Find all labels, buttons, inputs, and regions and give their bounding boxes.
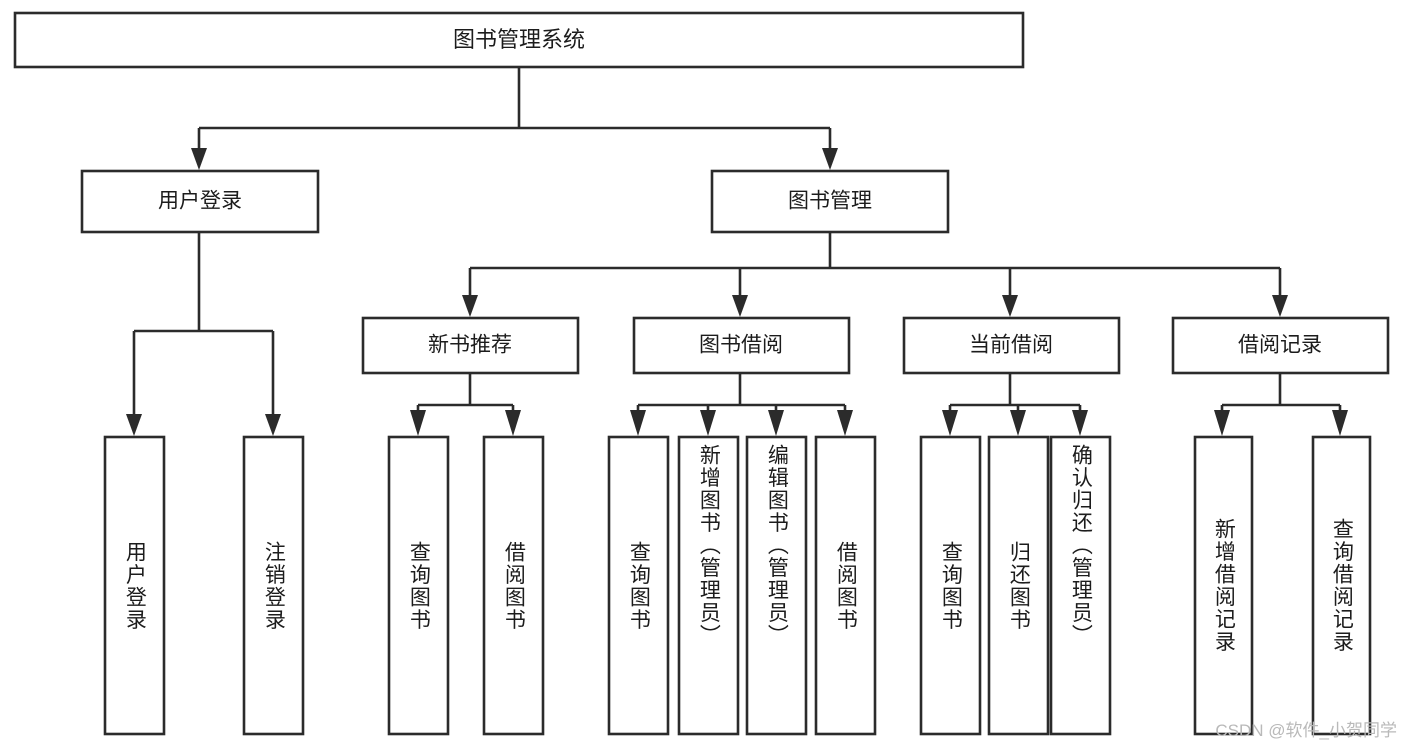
- arrow-head-leaf-return-book: [1010, 410, 1026, 436]
- node-user-login[interactable]: 用户登录: [80, 169, 320, 234]
- node-user-login-box[interactable]: [80, 169, 320, 234]
- leaf-box-query-book-1[interactable]: [387, 435, 450, 736]
- leaf-box-query-book-3[interactable]: [919, 435, 982, 736]
- node-book-borrow-label: 图书借阅: [699, 334, 783, 357]
- node-new-book-recommend[interactable]: 新书推荐: [361, 316, 580, 375]
- leaf-box-query-book-2[interactable]: [607, 435, 670, 736]
- node-borrow-record-label: 借阅记录: [1238, 334, 1322, 357]
- arrow-head-leaf-query-record: [1332, 410, 1348, 436]
- node-book-borrow-box[interactable]: [632, 316, 851, 375]
- node-new-book-recommend-label: 新书推荐: [428, 334, 512, 357]
- arrow-head-leaf-edit-book: [768, 410, 784, 436]
- arrow-head-leaf-borrow-book-1: [505, 410, 521, 436]
- arrow-head-leaf-user-login: [126, 414, 142, 436]
- arrow-head-user-login: [191, 148, 207, 170]
- leaf-box-layer: [103, 435, 1372, 736]
- node-root-label: 图书管理系统: [453, 27, 585, 52]
- leaf-box-confirm-return[interactable]: [1049, 435, 1112, 736]
- leaf-box-add-borrow-record[interactable]: [1193, 435, 1254, 736]
- node-root[interactable]: 图书管理系统: [13, 11, 1025, 69]
- arrow-head-leaf-borrow-book-2: [837, 410, 853, 436]
- node-current-borrow-box[interactable]: [902, 316, 1121, 375]
- arrow-head-leaf-add-book: [700, 410, 716, 436]
- leaf-box-return-book[interactable]: [987, 435, 1050, 736]
- leaf-box-edit-book[interactable]: [745, 435, 808, 736]
- leaf-box-user-login[interactable]: [103, 435, 166, 736]
- arrow-head-current-borrow: [1002, 295, 1018, 317]
- arrow-head-leaf-add-record: [1214, 410, 1230, 436]
- connector-layer: [126, 67, 1348, 436]
- node-root-box[interactable]: [13, 11, 1025, 69]
- watermark-text: CSDN @软件_小贺同学: [1215, 721, 1397, 740]
- arrow-head-leaf-query-book-1: [410, 410, 426, 436]
- arrow-head-leaf-logout: [265, 414, 281, 436]
- node-user-login-label: 用户登录: [158, 190, 242, 213]
- leaf-box-borrow-book-2[interactable]: [814, 435, 877, 736]
- arrow-head-book-borrow: [732, 295, 748, 317]
- arrow-head-borrow-record: [1272, 295, 1288, 317]
- node-current-borrow-label: 当前借阅: [969, 334, 1053, 357]
- node-book-manage-label: 图书管理: [788, 190, 872, 213]
- arrow-head-new-book-rec: [462, 295, 478, 317]
- arrow-head-leaf-query-book-3: [942, 410, 958, 436]
- node-book-manage[interactable]: 图书管理: [710, 169, 950, 234]
- leaf-box-logout[interactable]: [242, 435, 305, 736]
- arrow-head-book-manage: [822, 148, 838, 170]
- arrow-head-leaf-query-book-2: [630, 410, 646, 436]
- arrow-head-leaf-confirm-return: [1072, 410, 1088, 436]
- node-borrow-record-box[interactable]: [1171, 316, 1390, 375]
- leaf-box-query-borrow-record[interactable]: [1311, 435, 1372, 736]
- leaf-box-add-book[interactable]: [677, 435, 740, 736]
- node-current-borrow[interactable]: 当前借阅: [902, 316, 1121, 375]
- node-book-borrow[interactable]: 图书借阅: [632, 316, 851, 375]
- node-borrow-record[interactable]: 借阅记录: [1171, 316, 1390, 375]
- leaf-box-borrow-book-1[interactable]: [482, 435, 545, 736]
- node-new-book-recommend-box[interactable]: [361, 316, 580, 375]
- node-book-manage-box[interactable]: [710, 169, 950, 234]
